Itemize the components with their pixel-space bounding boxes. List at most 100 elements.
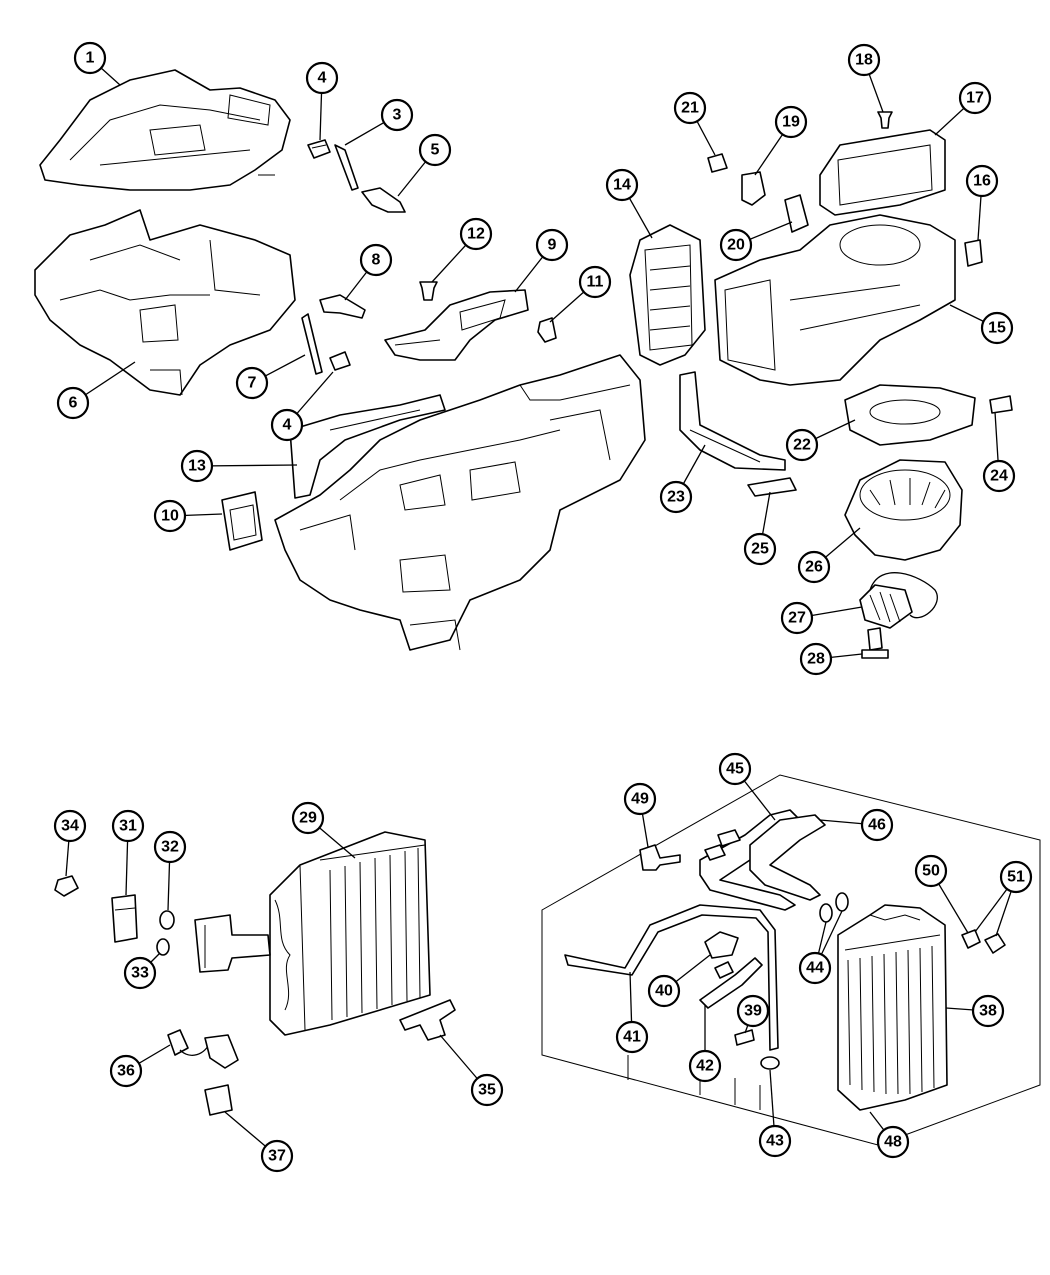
- cover-plate-22: [844, 384, 976, 446]
- svg-text:10: 10: [161, 508, 179, 525]
- svg-text:33: 33: [131, 965, 149, 982]
- svg-text:26: 26: [805, 559, 823, 576]
- svg-text:25: 25: [751, 541, 769, 558]
- svg-text:51: 51: [1007, 869, 1025, 886]
- clip-16: [964, 239, 983, 267]
- svg-text:5: 5: [431, 142, 440, 159]
- callout-51: 51: [974, 860, 1033, 937]
- switch-19: [741, 171, 766, 206]
- svg-text:36: 36: [117, 1063, 135, 1080]
- svg-text:31: 31: [119, 818, 137, 835]
- filter-14: [629, 224, 706, 366]
- svg-text:44: 44: [806, 960, 824, 977]
- harness-27: [869, 572, 938, 619]
- svg-text:23: 23: [667, 489, 685, 506]
- callout-3: 3: [344, 98, 414, 146]
- nut-34: [54, 875, 79, 897]
- svg-text:45: 45: [726, 761, 744, 778]
- evaporator-29: [269, 831, 431, 1036]
- svg-text:4: 4: [283, 417, 292, 434]
- callout-10: 10: [153, 499, 223, 533]
- sensor-5: [361, 187, 406, 213]
- callout-42: 42: [688, 1005, 722, 1083]
- svg-text:40: 40: [655, 983, 673, 1000]
- lower-housing: [34, 209, 296, 396]
- callout-27: 27: [780, 601, 863, 635]
- svg-text:35: 35: [478, 1082, 496, 1099]
- heater-core-38: [837, 904, 948, 1111]
- callout-34: 34: [53, 809, 87, 877]
- svg-text:28: 28: [807, 651, 825, 668]
- callout-17: 17: [934, 81, 992, 136]
- callout-20: 20: [719, 221, 793, 262]
- duct-9: [384, 289, 529, 361]
- bulb-21: [707, 153, 728, 173]
- bracket-13: [289, 394, 446, 499]
- sensor-8: [319, 294, 366, 319]
- callout-37: 37: [224, 1111, 294, 1173]
- clip-37: [204, 1084, 233, 1116]
- svg-text:37: 37: [268, 1148, 286, 1165]
- tube-41: [564, 904, 779, 1051]
- svg-text:4: 4: [318, 70, 327, 87]
- svg-text:48: 48: [884, 1134, 902, 1151]
- svg-text:8: 8: [372, 252, 381, 269]
- actuator-10: [221, 491, 263, 551]
- callout-39: 39: [736, 994, 770, 1034]
- nut-51: [984, 933, 1006, 954]
- svg-text:11: 11: [587, 274, 604, 291]
- clamp-39: [734, 1029, 755, 1046]
- callout-22: 22: [785, 419, 856, 462]
- sensor-4-top: [307, 139, 331, 159]
- svg-text:1: 1: [86, 50, 95, 67]
- svg-text:15: 15: [988, 320, 1006, 337]
- screw-12: [419, 281, 438, 301]
- bracket-35: [399, 999, 456, 1041]
- callout-26: 26: [797, 527, 861, 584]
- callout-43: 43: [758, 1069, 792, 1158]
- callout-35: 35: [439, 1034, 504, 1107]
- callout-49: 49: [623, 782, 657, 848]
- svg-text:14: 14: [613, 177, 631, 194]
- svg-text:49: 49: [631, 791, 649, 808]
- svg-text:39: 39: [744, 1003, 762, 1020]
- bracket-40: [704, 931, 739, 959]
- callout-29: 29: [291, 801, 356, 859]
- callout-4-bottom: 4: [270, 371, 334, 442]
- hose-45-46: [699, 809, 826, 911]
- callout-13: 13: [180, 449, 298, 483]
- svg-text:42: 42: [696, 1058, 714, 1075]
- svg-text:32: 32: [161, 839, 179, 856]
- svg-text:43: 43: [766, 1133, 784, 1150]
- callout-1: 1: [73, 41, 121, 86]
- callout-12: 12: [431, 217, 493, 283]
- clip-24: [989, 395, 1013, 414]
- callout-8: 8: [344, 243, 393, 301]
- nut-50: [961, 929, 981, 949]
- callout-5: 5: [397, 133, 452, 197]
- callout-28: 28: [799, 642, 863, 676]
- bolt-49: [639, 844, 681, 871]
- svg-text:17: 17: [966, 90, 984, 107]
- callout-48: 48: [869, 1111, 910, 1159]
- callout-14: 14: [605, 168, 653, 239]
- callout-23: 23: [659, 444, 706, 514]
- bracket-42: [699, 957, 763, 1009]
- callout-11: 11: [549, 265, 612, 323]
- callout-45: 45: [718, 752, 776, 821]
- callout-44: 44: [798, 910, 843, 985]
- svg-text:41: 41: [623, 1029, 641, 1046]
- svg-text:27: 27: [788, 610, 806, 627]
- svg-text:19: 19: [782, 114, 800, 131]
- callout-15: 15: [949, 304, 1014, 345]
- svg-text:21: 21: [681, 100, 699, 117]
- callout-36: 36: [109, 1044, 171, 1088]
- svg-text:29: 29: [299, 810, 317, 827]
- orings-44: [819, 892, 849, 923]
- svg-text:50: 50: [922, 863, 940, 880]
- callout-7: 7: [235, 354, 306, 400]
- callout-31: 31: [111, 809, 145, 896]
- linkage-rod-3: [334, 144, 359, 191]
- linkage-rod-7: [301, 313, 323, 375]
